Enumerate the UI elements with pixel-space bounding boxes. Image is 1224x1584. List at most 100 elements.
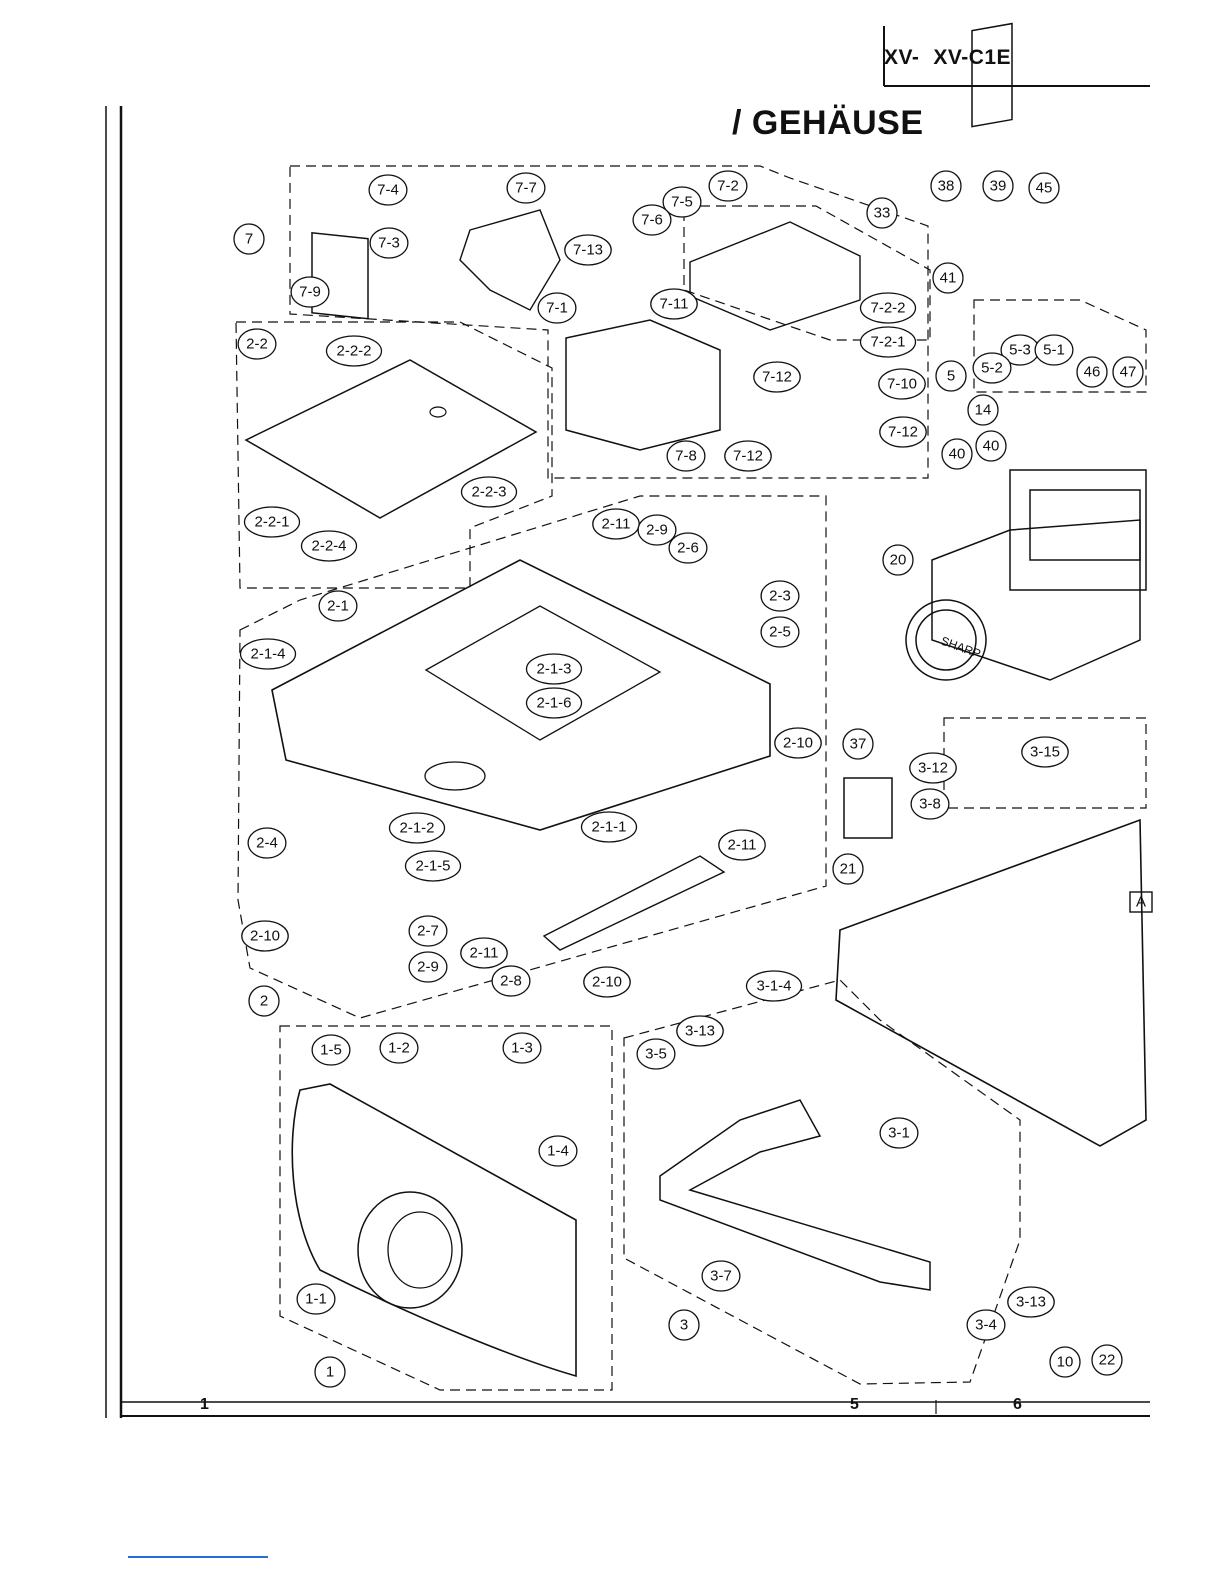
callout-label: 3-15	[1030, 744, 1060, 761]
callout-label: 2-1-6	[536, 695, 571, 712]
callout-bubble	[1076, 356, 1108, 388]
callout-label: 7-10	[887, 376, 917, 393]
callout-bubble	[932, 262, 964, 294]
callout-bubble	[311, 1034, 351, 1066]
callout-bubble	[325, 335, 383, 367]
callout-bubble	[237, 328, 277, 360]
callout-bubble	[247, 827, 287, 859]
callout-label: 40	[983, 438, 1000, 455]
callout-label: 40	[949, 446, 966, 463]
top-cover-plate	[244, 359, 538, 519]
group-3-boundary	[623, 979, 1021, 1385]
filter-7-9	[311, 231, 369, 320]
grid-label-1: 1	[200, 1396, 209, 1413]
callout-bubble	[935, 360, 967, 392]
group-boundaries	[235, 165, 1147, 1391]
callout-label: 2-1	[327, 598, 349, 615]
callout-label: 3-13	[1016, 1294, 1046, 1311]
callout-bubble	[859, 292, 917, 324]
callout-label: 2-2-3	[471, 484, 506, 501]
callout-label: 3-8	[919, 796, 941, 813]
optical-housing	[931, 519, 1141, 681]
callout-bubble	[842, 728, 874, 760]
callout-bubble	[724, 440, 772, 472]
bottom-chassis	[835, 818, 1147, 1147]
callout-label: 5-2	[981, 360, 1003, 377]
callout-label: 7-7	[515, 180, 537, 197]
callout-label: 37	[850, 736, 867, 753]
callout-bubble	[1028, 172, 1060, 204]
callout-bubble	[239, 638, 297, 670]
callout-bubble	[460, 476, 518, 508]
callout-label: 2-2-4	[311, 538, 346, 555]
callout-label: 2-7	[417, 923, 439, 940]
callout-label: 3-1-4	[756, 978, 791, 995]
callout-bubble	[882, 544, 914, 576]
callout-bubble	[243, 506, 301, 538]
callout-label: 2-11	[728, 837, 757, 854]
group-1-boundary	[279, 1025, 613, 1391]
callout-bubble	[248, 985, 280, 1017]
callout-label: 3	[680, 1317, 688, 1334]
callout-label: 1-2	[388, 1040, 410, 1057]
callout-bubble	[774, 727, 822, 759]
callout-bubble	[1007, 1286, 1055, 1318]
callout-bubble	[388, 812, 446, 844]
callout-label: 3-5	[645, 1046, 667, 1063]
callout-bubble	[314, 1356, 346, 1388]
callout-label: 41	[940, 270, 957, 287]
callout-bubble	[241, 920, 289, 952]
callout-bubble	[975, 430, 1007, 462]
callout-label: 21	[840, 861, 857, 878]
callout-bubble	[910, 788, 950, 820]
bottom-link-bar	[128, 1556, 268, 1558]
callout-bubble	[966, 1309, 1006, 1341]
callout-bubble	[583, 966, 631, 998]
callout-bubble	[1091, 1344, 1123, 1376]
callout-label: 1	[326, 1364, 334, 1381]
callout-label: 3-12	[918, 760, 948, 777]
callout-bubble	[718, 829, 766, 861]
callout-bubble	[878, 368, 926, 400]
callout-label: 1-4	[547, 1143, 569, 1160]
control-board	[542, 855, 726, 951]
model-prefix: XV-	[884, 46, 920, 69]
callout-bubble	[832, 853, 864, 885]
callout-label: 3-7	[710, 1268, 732, 1285]
callout-bubble	[506, 172, 546, 204]
grid-label-5: 5	[850, 1396, 859, 1413]
callout-label: 7-12	[762, 369, 792, 386]
callout-bubble	[760, 616, 800, 648]
callout-label: 1-5	[320, 1042, 342, 1059]
callout-label: 3-1	[888, 1125, 910, 1142]
callout-label: 2-1-3	[536, 661, 571, 678]
grid-label-6: 6	[1013, 1396, 1022, 1413]
callout-bubble	[537, 292, 577, 324]
callout-bubble	[668, 1309, 700, 1341]
callout-label: 33	[874, 205, 891, 222]
callout-label: 2-1-4	[250, 646, 285, 663]
callout-bubble	[408, 915, 448, 947]
callout-label: 7-2-1	[870, 334, 905, 351]
callout-label: 2-3	[769, 588, 791, 605]
callout-bubble	[460, 937, 508, 969]
carry-handle	[659, 1099, 931, 1291]
transformer	[843, 777, 893, 839]
callout-label: 2-4	[256, 835, 278, 852]
callout-label: 2-8	[500, 973, 522, 990]
callout-bubble	[967, 394, 999, 426]
callout-bubble	[708, 170, 748, 202]
plate-hole	[429, 406, 447, 418]
callout-label: 38	[938, 178, 955, 195]
callout-label: 7-12	[733, 448, 763, 465]
callout-bubble	[404, 850, 462, 882]
callout-bubble	[525, 653, 583, 685]
callout-bubble	[1112, 356, 1144, 388]
callout-label: 2	[260, 993, 268, 1010]
callout-label: 5-1	[1043, 342, 1065, 359]
callout-bubble	[930, 170, 962, 202]
callout-label: 2-1-5	[415, 858, 450, 875]
callout-bubble	[972, 352, 1012, 384]
cabinet-lens-ring	[424, 761, 486, 791]
